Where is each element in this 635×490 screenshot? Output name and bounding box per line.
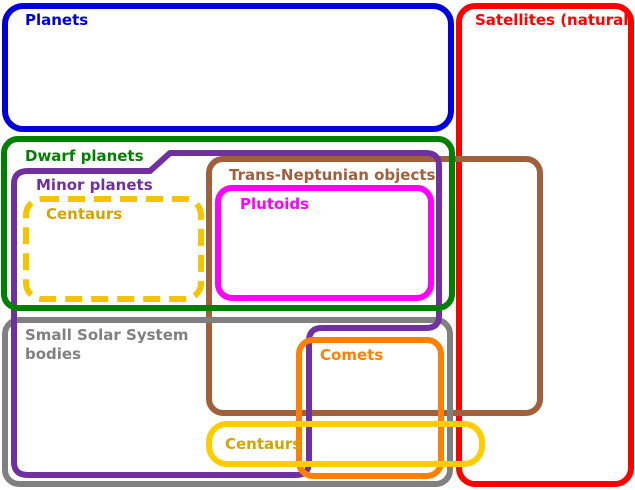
plutoids-region [215, 185, 434, 301]
plutoids-label: Plutoids [240, 195, 309, 213]
centaurs-solid-region [206, 421, 485, 467]
trans-neptunian-region [206, 156, 543, 416]
centaurs-dashed-label: Centaurs [46, 205, 122, 223]
small-bodies-label-line2: bodies [25, 345, 81, 363]
dwarf-planets-region [1, 136, 455, 311]
small-bodies-region [2, 317, 453, 487]
dwarf-planets-label: Dwarf planets [25, 147, 144, 165]
satellites-region [456, 3, 634, 487]
planets-region [2, 3, 454, 132]
planets-label: Planets [25, 11, 88, 29]
small-bodies-label-line1: Small Solar System [25, 326, 189, 344]
comets-region [296, 337, 444, 479]
trans-neptunian-label: Trans-Neptunian objects [229, 166, 436, 184]
satellites-label: Satellites (natural) [475, 11, 635, 29]
comets-label: Comets [320, 346, 383, 364]
minor-planets-label: Minor planets [36, 176, 153, 194]
centaurs-solid-label: Centaurs [225, 435, 301, 453]
